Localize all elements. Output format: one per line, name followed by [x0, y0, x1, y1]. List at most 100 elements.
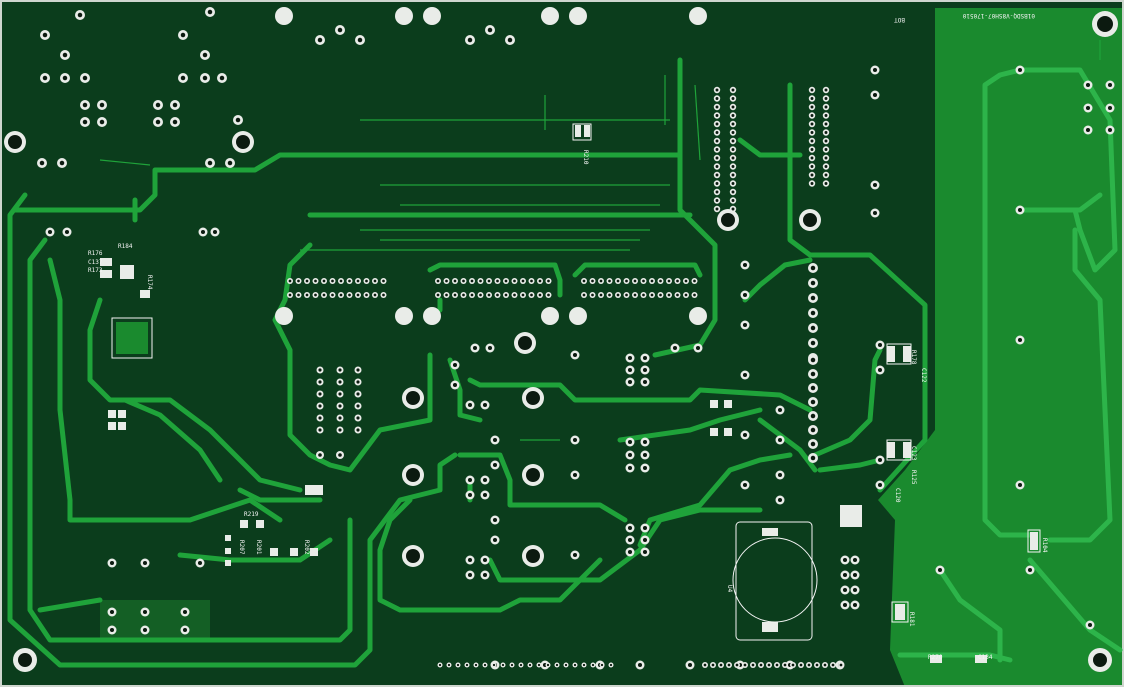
drill-hole	[839, 663, 843, 667]
drill-hole	[382, 279, 385, 283]
drill-hole	[642, 452, 648, 458]
drill-hole	[1085, 105, 1091, 111]
drill-hole	[810, 371, 816, 377]
drill-hole	[600, 663, 604, 667]
drill-hole	[650, 279, 654, 283]
drill-hole	[42, 32, 48, 38]
drill-hole	[227, 160, 233, 166]
drill-hole	[650, 293, 654, 297]
drill-hole	[731, 114, 735, 117]
drill-hole	[810, 310, 816, 316]
drill-hole	[504, 279, 508, 283]
drill-hole	[1085, 127, 1091, 133]
drill-hole	[288, 293, 292, 297]
drill-hole	[693, 279, 696, 283]
drill-hole	[642, 355, 648, 361]
drill-hole	[235, 117, 241, 123]
smd-pad	[305, 485, 323, 495]
smd-pad	[710, 428, 718, 436]
drill-hole	[456, 663, 460, 667]
drill-hole	[824, 139, 828, 143]
drill-hole	[356, 368, 360, 372]
smd-pad	[724, 428, 732, 436]
drill-hole	[937, 567, 943, 573]
drill-hole	[591, 279, 594, 283]
c123-outline	[886, 439, 912, 461]
drill-hole	[715, 105, 719, 109]
drill-hole	[317, 37, 323, 43]
battery-holder-outline	[732, 537, 818, 623]
drill-hole	[877, 482, 883, 488]
drill-hole	[608, 279, 611, 283]
drill-hole	[436, 293, 440, 297]
smd-pad	[140, 290, 150, 298]
smd-pad	[762, 528, 778, 536]
drill-hole	[831, 663, 835, 667]
smd-pad	[710, 400, 718, 408]
drill-hole	[684, 279, 688, 283]
drill-hole	[852, 572, 858, 578]
through-hole-pads	[37, 7, 1115, 670]
drill-hole	[799, 663, 803, 667]
drill-hole	[219, 75, 225, 81]
label-c123: C123	[910, 446, 917, 461]
drill-hole	[810, 114, 814, 117]
drill-hole	[438, 663, 442, 667]
drill-hole	[810, 325, 816, 331]
smd-pad	[840, 505, 862, 527]
drill-hole	[642, 379, 648, 385]
drill-hole	[731, 122, 735, 126]
drill-hole	[530, 293, 533, 297]
drill-hole	[467, 37, 473, 43]
drill-hole	[547, 279, 550, 283]
drill-hole	[715, 182, 719, 185]
copper-pour-right	[878, 8, 1124, 687]
drill-hole	[77, 12, 83, 18]
drill-hole	[528, 663, 532, 667]
drill-hole	[742, 262, 748, 268]
drill-hole	[465, 663, 469, 667]
drill-hole	[627, 537, 633, 543]
smd-pad	[118, 422, 126, 430]
drill-hole	[492, 517, 498, 523]
drill-hole	[742, 482, 748, 488]
drill-hole	[1017, 67, 1023, 73]
drill-hole	[642, 279, 645, 283]
drill-hole	[842, 587, 848, 593]
drill-hole	[339, 279, 343, 283]
drill-hole	[373, 279, 377, 283]
drill-hole	[331, 293, 334, 297]
drill-hole	[824, 122, 828, 126]
drill-hole	[62, 75, 68, 81]
drill-hole	[810, 148, 814, 151]
drill-hole	[810, 105, 814, 109]
drill-hole	[715, 156, 719, 160]
drill-hole	[777, 472, 783, 478]
drill-hole	[591, 293, 594, 297]
qfn-thermal-pad	[116, 322, 148, 354]
drill-hole	[452, 362, 458, 368]
c122-outline	[886, 343, 912, 365]
drill-hole	[731, 199, 735, 202]
drill-hole	[599, 279, 603, 283]
drill-hole	[742, 292, 748, 298]
drill-hole	[82, 102, 88, 108]
drill-hole	[338, 380, 342, 384]
drill-hole	[824, 148, 828, 151]
drill-hole	[715, 190, 719, 194]
label-c137: C137	[88, 259, 103, 266]
drill-hole	[530, 279, 533, 283]
drill-hole	[810, 182, 814, 185]
drill-hole	[633, 279, 637, 283]
drill-hole	[642, 293, 645, 297]
label-u4: U4	[726, 585, 733, 593]
smd-pad	[225, 560, 231, 566]
drill-hole	[305, 293, 309, 297]
drill-hole	[731, 182, 735, 185]
drill-hole	[356, 279, 360, 283]
label-c120: C120	[894, 488, 901, 503]
drill-hole	[667, 293, 671, 297]
label-r202: R202	[303, 540, 310, 555]
drill-hole	[467, 572, 473, 578]
